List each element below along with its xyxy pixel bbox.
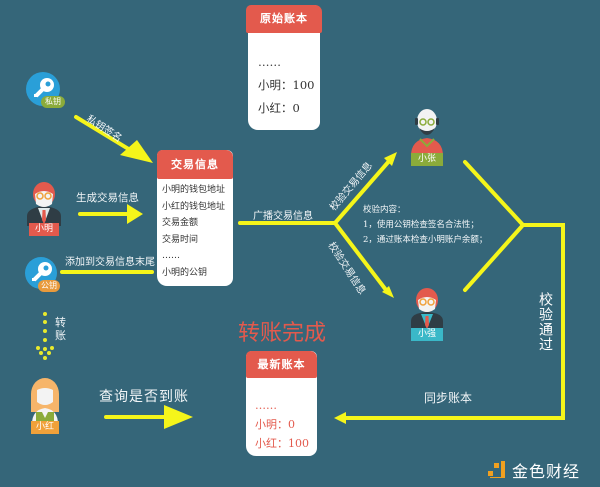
public-key-actor: 公钥 bbox=[24, 256, 64, 296]
person-icon bbox=[411, 109, 443, 156]
transfer-complete-title: 转账完成 bbox=[238, 321, 327, 346]
transaction-info-row: 小明的公钥 bbox=[162, 267, 208, 278]
query-label: 查询是否到账 bbox=[99, 389, 189, 405]
transfer-label-text: 转账 bbox=[55, 316, 66, 342]
xiaohong-avatar: 小红 bbox=[28, 378, 62, 434]
sync-label: 同步账本 bbox=[424, 391, 473, 405]
private-key-badge: 私钥 bbox=[41, 96, 65, 108]
transaction-info-title: 交易信息 bbox=[157, 150, 233, 179]
verify-content-item: 1，使用公钥检查签名合法性； bbox=[363, 220, 479, 230]
verify-content: 校验内容： 1，使用公钥检查签名合法性； 2，通过账本检查小明账户余额； bbox=[363, 203, 487, 248]
verify-content-title: 校验内容： bbox=[363, 205, 406, 215]
watermark-logo: 金色财经 bbox=[488, 458, 580, 482]
xiaozhang-avatar: 小张 bbox=[410, 108, 444, 168]
original-ledger-card: 原始账本 …… 小明：100 小红：0 bbox=[246, 5, 322, 130]
transaction-info-row: 交易金额 bbox=[162, 218, 199, 228]
xiaozhang-name-tag: 小张 bbox=[411, 153, 443, 166]
xiaoqiang-name-tag: 小强 bbox=[411, 328, 443, 341]
transaction-info-row: 小红的钱包地址 bbox=[162, 201, 226, 212]
public-key-badge: 公钥 bbox=[38, 280, 60, 292]
sign-arrowhead bbox=[120, 140, 153, 163]
transaction-info-row: …… bbox=[162, 251, 180, 261]
xiaohong-name-tag: 小红 bbox=[31, 421, 59, 434]
sign-label: 私钥签名 bbox=[84, 113, 124, 145]
private-key-actor: 私钥 bbox=[26, 72, 65, 112]
latest-ledger-row: …… bbox=[255, 399, 277, 412]
xiaoming-avatar: 小明 bbox=[23, 180, 65, 236]
latest-ledger-row: 小明：0 bbox=[255, 418, 295, 431]
transaction-info-card: 交易信息 小明的钱包地址 小红的钱包地址 交易金额 交易时间 …… 小明的公钥 bbox=[157, 150, 233, 286]
verify-content-item: 2，通过账本检查小明账户余额； bbox=[363, 235, 488, 245]
latest-ledger-title: 最新账本 bbox=[246, 351, 317, 378]
verify-up-arrowhead bbox=[384, 152, 397, 166]
person-icon bbox=[31, 378, 59, 424]
watermark-brand: 金色财经 bbox=[512, 462, 581, 481]
verify-down-arrowhead bbox=[382, 286, 394, 298]
brand-logo-icon bbox=[488, 461, 505, 478]
transaction-info-row: 交易时间 bbox=[162, 234, 199, 245]
transfer-dotted-arrow bbox=[36, 312, 54, 360]
original-ledger-row: …… bbox=[258, 55, 281, 69]
query-arrowhead bbox=[164, 405, 193, 429]
generate-label: 生成交易信息 bbox=[76, 192, 139, 204]
original-ledger-title: 原始账本 bbox=[246, 5, 322, 33]
broadcast-label: 广播交易信息 bbox=[253, 211, 313, 222]
transaction-info-row: 小明的钱包地址 bbox=[162, 185, 226, 195]
person-icon bbox=[411, 288, 443, 331]
verified-label: 校验通过 bbox=[537, 292, 553, 352]
original-ledger-row: 小明：100 bbox=[258, 78, 315, 92]
transfer-label: 转账 bbox=[55, 316, 67, 342]
xiaoming-name-tag: 小明 bbox=[29, 223, 59, 236]
latest-ledger-row: 小红：100 bbox=[255, 437, 309, 450]
person-icon bbox=[27, 182, 61, 226]
latest-ledger-card: 最新账本 …… 小明：0 小红：100 bbox=[246, 351, 317, 456]
xiaoqiang-avatar: 小强 bbox=[409, 287, 445, 343]
generate-arrowhead bbox=[127, 204, 143, 224]
original-ledger-row: 小红：0 bbox=[258, 101, 300, 115]
append-label: 添加到交易信息末尾 bbox=[65, 257, 155, 268]
sync-arrowhead bbox=[334, 412, 346, 424]
